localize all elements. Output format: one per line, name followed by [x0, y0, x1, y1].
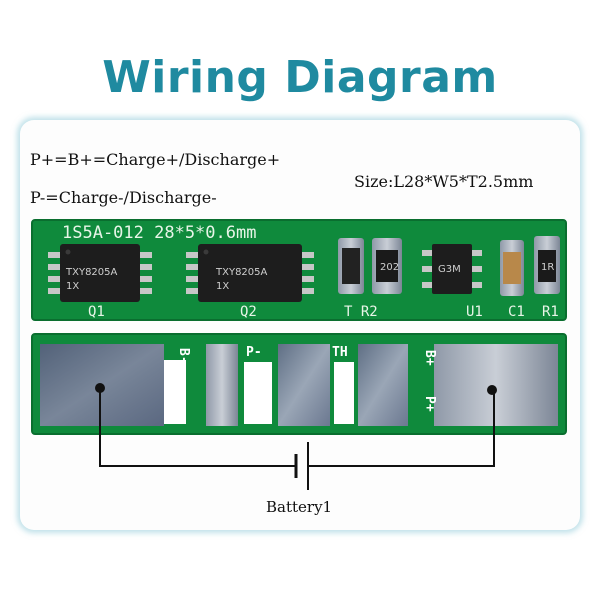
resistor-r1: 1R [534, 236, 560, 294]
wire-negative [99, 388, 296, 467]
chip-q1: TXY8205A 1X [48, 244, 152, 302]
chip2-submarking: 1X [216, 281, 229, 292]
capacitor-c1 [500, 240, 524, 296]
pcb-bottom: B- P- TH B+ P+ [31, 333, 567, 435]
battery-label: Battery1 [266, 498, 332, 516]
pad-p-minus-left [206, 344, 238, 426]
battery-wiring [99, 388, 495, 490]
ic-u1: G3M [422, 244, 482, 294]
resistor-r2: 202 [372, 238, 402, 294]
label-p-minus: P- [246, 345, 262, 360]
chip-q2: TXY8205A 1X [186, 244, 314, 302]
board-silkscreen: 1S5A-012 28*5*0.6mm [62, 223, 256, 243]
page-title: Wiring Diagram [102, 52, 498, 103]
label-t-r2: T R2 [344, 304, 378, 320]
thermistor-t [338, 238, 364, 294]
label-b-minus: B- [176, 348, 191, 364]
pad-p-minus [278, 344, 330, 426]
chip2-marking: TXY8205A [215, 267, 268, 278]
label-r1: R1 [542, 304, 559, 320]
label-p-plus: P+ [422, 396, 437, 412]
u1-code: G3M [438, 264, 461, 275]
wire-positive [308, 390, 495, 467]
label-b-plus: B+ [422, 350, 437, 366]
note-positive-terminals: P+=B+=Charge+/Discharge+ [30, 150, 281, 169]
diagram-panel [20, 120, 580, 530]
chip1-marking: TXY8205A [65, 267, 118, 278]
r2-code: 202 [380, 262, 399, 273]
label-c1: C1 [508, 304, 525, 320]
pad-b-plus [434, 344, 558, 426]
label-th: TH [332, 345, 348, 360]
r1-code: 1R [541, 262, 554, 273]
note-board-size: Size:L28*W5*T2.5mm [354, 172, 534, 191]
pad-th [358, 344, 408, 426]
label-u1: U1 [466, 304, 483, 320]
chip1-submarking: 1X [66, 281, 79, 292]
solder-point-positive [487, 385, 497, 395]
label-q1: Q1 [88, 304, 105, 320]
pcb-top: 1S5A-012 28*5*0.6mm TXY8205A 1X [31, 219, 567, 321]
label-q2: Q2 [240, 304, 257, 320]
note-negative-terminals: P-=Charge-/Discharge- [30, 188, 217, 207]
